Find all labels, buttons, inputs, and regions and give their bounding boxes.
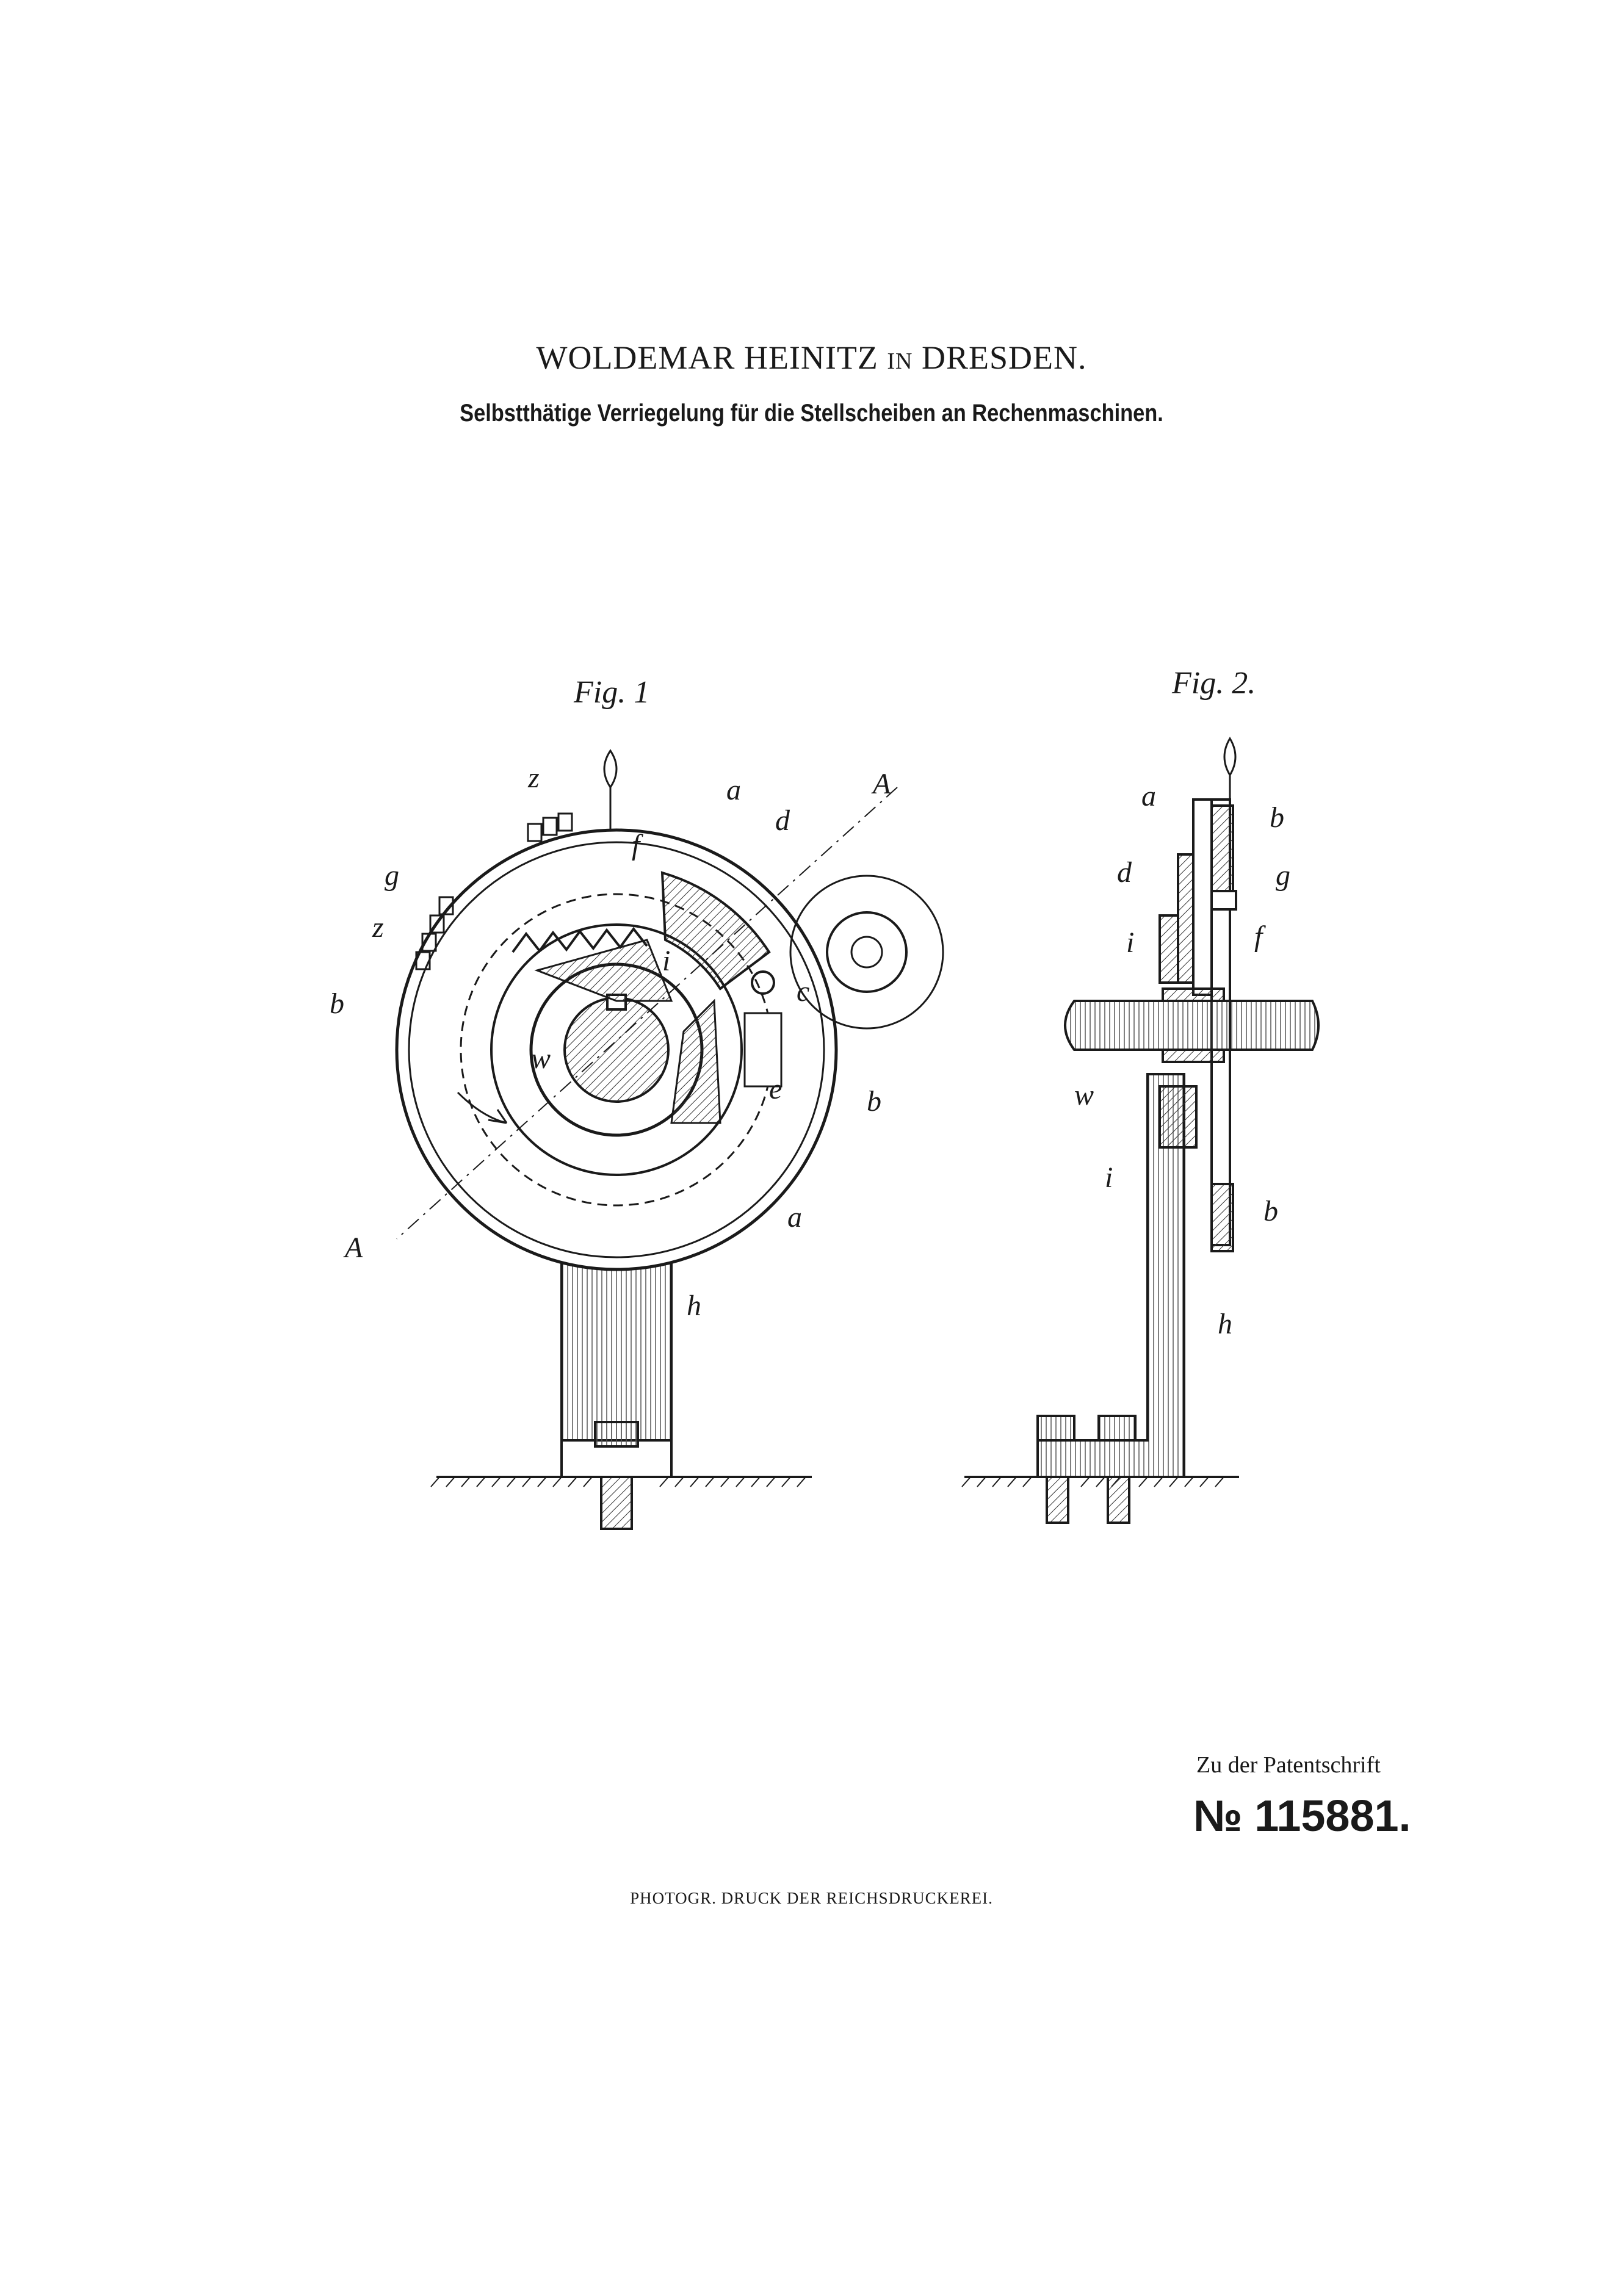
fig2-label-g: g — [1276, 859, 1290, 892]
fig1-label-b-right: b — [867, 1085, 881, 1117]
fig1-label-c: c — [797, 975, 809, 1008]
fig2-label-i-bottom: i — [1105, 1161, 1113, 1194]
inventor-line: WOLDEMAR HEINITZ IN DRESDEN. — [0, 339, 1623, 377]
fig1-screw-c — [751, 970, 775, 995]
fig2-lever-i — [1159, 914, 1179, 984]
fig2-label: Fig. 2. — [1172, 666, 1256, 701]
fig2-part-d — [1177, 853, 1195, 984]
fig1-teeth — [511, 926, 648, 953]
inventor-city: DRESDEN. — [921, 339, 1087, 376]
fig1-label-i: i — [662, 945, 670, 977]
fig1-label-a-top: a — [726, 774, 741, 806]
printer-credit: PHOTOGR. DRUCK DER REICHSDRUCKEREI. — [630, 1889, 993, 1907]
fig1-label-z-left: z — [372, 911, 384, 944]
fig1-label-g: g — [385, 859, 399, 892]
fig2-label-d: d — [1117, 856, 1132, 889]
fig1-label-z-top: z — [527, 762, 540, 794]
patent-number: № 115881. — [1193, 1792, 1411, 1841]
fig2-ground-hatch — [961, 1476, 1224, 1487]
fig2-label-a: a — [1141, 780, 1156, 812]
fig2-label-h: h — [1218, 1308, 1232, 1340]
fig2-label-i-top: i — [1126, 926, 1134, 959]
fig1-letter-labels: a d A z g f z i c b w e b A a h — [330, 762, 891, 1322]
fig2-bracket-h — [1036, 1073, 1185, 1478]
fig2-letter-labels: a b d g i f w i b h — [1074, 780, 1290, 1340]
fig1-section-line — [396, 787, 898, 1240]
fig1-label-a-bottom: a — [787, 1201, 802, 1233]
fig1-label-A-bottom: A — [343, 1232, 363, 1264]
fig2-knob — [1223, 737, 1237, 777]
fig1-pawl-e — [743, 1012, 783, 1088]
fig2-disc-a — [1192, 798, 1213, 996]
fig1-label-w: w — [531, 1042, 551, 1075]
fig1-label-h: h — [687, 1290, 701, 1322]
inventor-name: WOLDEMAR HEINITZ — [536, 339, 878, 376]
fig1-segment-d — [660, 871, 771, 991]
fig2-drawing — [961, 737, 1320, 1524]
fig1-drawing — [395, 749, 944, 1530]
fig2-label-w: w — [1074, 1079, 1094, 1111]
fig2-label-b-bottom: b — [1263, 1195, 1278, 1227]
fig2-shaft-w — [1064, 1000, 1320, 1051]
fig1-label: Fig. 1 — [574, 675, 650, 710]
fig1-knob — [603, 749, 618, 789]
fig1-label-A-top: A — [871, 768, 891, 800]
fig1-ground-hatch — [430, 1476, 806, 1487]
fig1-bolt — [600, 1476, 633, 1530]
fig1-pinion-wheel — [789, 875, 944, 1030]
patent-title: Selbstthätige Verriegelung für die Stell… — [460, 400, 1163, 427]
inventor-in: IN — [887, 348, 913, 374]
fig1-label-d: d — [775, 804, 790, 837]
fig1-z-blocks — [415, 812, 573, 970]
fig1-lever-i — [534, 939, 673, 1002]
fig1-shaft-w — [563, 997, 670, 1103]
fig1-label-b-left: b — [330, 987, 344, 1020]
fig2-label-b-top: b — [1270, 801, 1284, 834]
patent-reference-caption: Zu der Patentschrift — [1196, 1752, 1381, 1778]
fig2-label-f: f — [1254, 920, 1266, 953]
fig1-label-e: e — [769, 1073, 782, 1105]
